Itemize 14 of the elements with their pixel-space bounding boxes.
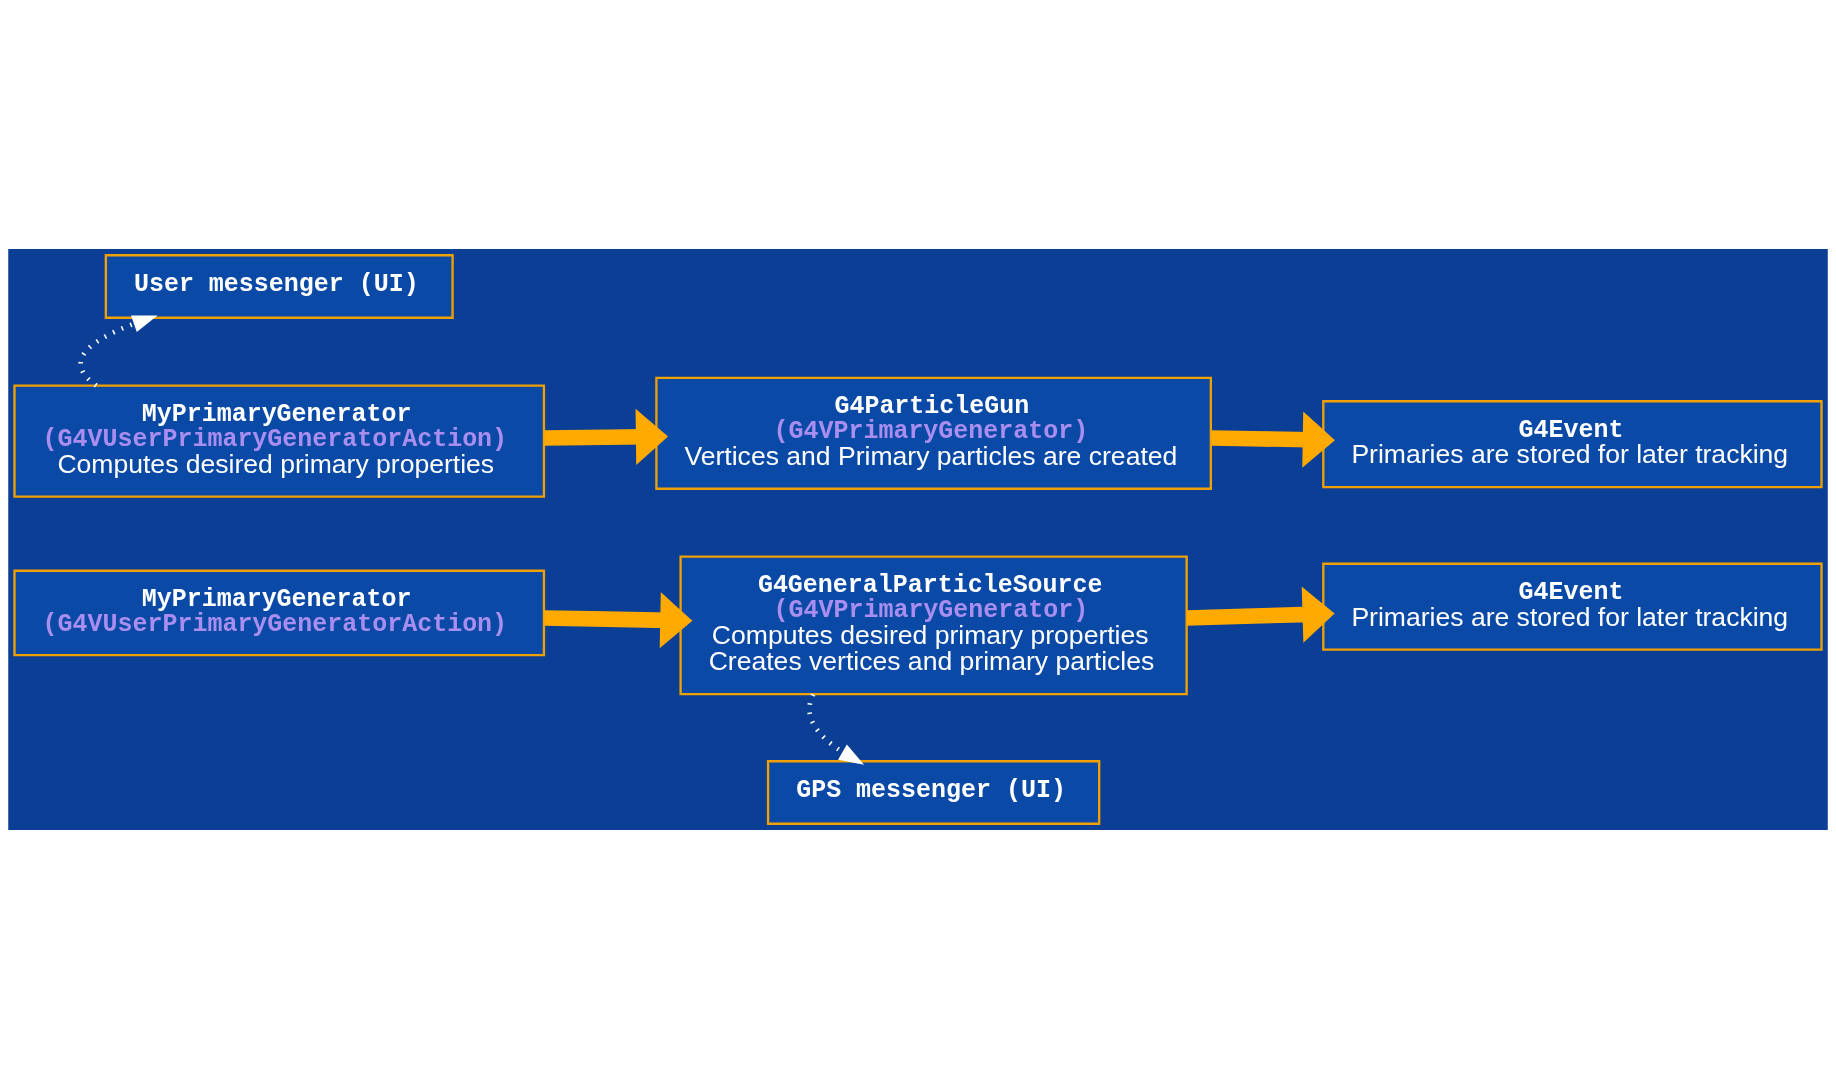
node-box: G4GeneralParticleSource (G4VPrimaryGenerator) Computes desired primary properties Creates vertices and primary particles bbox=[679, 555, 1188, 696]
node-box: G4ParticleGun (G4VPrimaryGenerator) Vertices and Primary particles are created bbox=[655, 376, 1212, 490]
arrow bbox=[78, 315, 158, 388]
node-box: G4Event Primaries are stored for later tracking bbox=[1322, 562, 1823, 651]
node-box: User messenger (UI) bbox=[104, 254, 454, 319]
node-box: MyPrimaryGenerator (G4VUserPrimaryGeneratorAction) bbox=[13, 569, 546, 657]
arrow bbox=[1211, 411, 1335, 468]
node-box: MyPrimaryGenerator (G4VUserPrimaryGeneratorAction) Computes desired primary properties bbox=[13, 384, 546, 498]
node-box: GPS messenger (UI) bbox=[766, 760, 1101, 825]
arrow bbox=[544, 592, 693, 649]
arrow bbox=[807, 693, 865, 765]
node-box: G4Event Primaries are stored for later tracking bbox=[1322, 400, 1823, 489]
arrow bbox=[544, 408, 669, 465]
arrow bbox=[1186, 586, 1335, 643]
